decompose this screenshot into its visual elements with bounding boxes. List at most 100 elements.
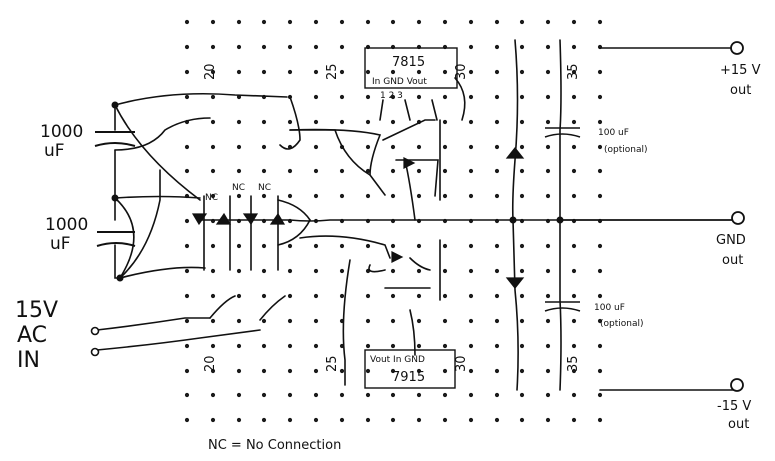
board-hole — [468, 368, 474, 374]
board-hole — [236, 168, 242, 174]
board-hole — [597, 193, 603, 199]
board-hole — [390, 368, 396, 374]
board-hole — [468, 94, 474, 100]
board-hole — [313, 343, 319, 349]
board-hole — [339, 69, 345, 75]
board-hole — [261, 268, 267, 274]
board-hole — [545, 144, 551, 150]
board-hole — [545, 268, 551, 274]
board-hole — [261, 168, 267, 174]
board-hole — [597, 392, 603, 398]
board-hole — [571, 417, 577, 423]
board-hole — [571, 343, 577, 349]
output-neg-sub: out — [728, 417, 749, 432]
board-hole — [287, 343, 293, 349]
board-hole — [184, 417, 190, 423]
output-pos-sub: out — [730, 83, 751, 98]
board-hole — [416, 193, 422, 199]
board-hole — [442, 193, 448, 199]
board-hole — [597, 343, 603, 349]
board-hole — [313, 168, 319, 174]
board-hole — [494, 417, 500, 423]
board-hole — [468, 293, 474, 299]
board-hole — [365, 19, 371, 25]
board-hole — [519, 168, 525, 174]
board-hole — [313, 368, 319, 374]
board-hole — [287, 417, 293, 423]
board-hole — [545, 168, 551, 174]
board-hole — [468, 144, 474, 150]
cap-bottom-value: 1000 — [45, 215, 88, 235]
board-hole — [442, 318, 448, 324]
board-hole — [313, 193, 319, 199]
board-hole — [339, 94, 345, 100]
nc-label-1: NC — [205, 193, 218, 203]
terminal-neg[interactable] — [730, 378, 744, 392]
board-hole — [236, 193, 242, 199]
board-hole — [184, 19, 190, 25]
board-hole — [287, 268, 293, 274]
board-hole — [390, 19, 396, 25]
board-hole — [261, 293, 267, 299]
board-hole — [313, 417, 319, 423]
col-35-top: 35 — [566, 63, 581, 80]
board-hole — [365, 94, 371, 100]
board-hole — [545, 193, 551, 199]
regulator-bottom-part: 7915 — [392, 370, 425, 385]
board-hole — [519, 293, 525, 299]
board-hole — [210, 94, 216, 100]
board-hole — [571, 69, 577, 75]
board-hole — [519, 69, 525, 75]
board-hole — [442, 243, 448, 249]
board-hole — [442, 368, 448, 374]
board-hole — [184, 168, 190, 174]
board-hole — [597, 368, 603, 374]
board-hole — [468, 318, 474, 324]
board-hole — [313, 144, 319, 150]
board-hole — [390, 318, 396, 324]
board-hole — [597, 69, 603, 75]
board-hole — [339, 19, 345, 25]
board-hole — [494, 144, 500, 150]
board-hole — [494, 368, 500, 374]
board-hole — [494, 318, 500, 324]
input-terminal-bottom[interactable] — [90, 347, 100, 357]
board-hole — [519, 19, 525, 25]
board-hole — [416, 368, 422, 374]
terminal-gnd[interactable] — [731, 211, 745, 225]
board-hole — [571, 193, 577, 199]
board-hole — [261, 44, 267, 50]
board-hole — [210, 193, 216, 199]
board-hole — [184, 144, 190, 150]
col-20-top: 20 — [203, 63, 218, 80]
board-hole — [416, 343, 422, 349]
board-hole — [597, 293, 603, 299]
board-hole — [597, 417, 603, 423]
board-hole — [571, 368, 577, 374]
board-hole — [236, 318, 242, 324]
regulator-top-box — [364, 47, 458, 89]
input-label-line1: 15V — [15, 298, 58, 323]
board-hole — [494, 119, 500, 125]
board-hole — [210, 144, 216, 150]
board-hole — [442, 69, 448, 75]
board-hole — [261, 417, 267, 423]
board-hole — [236, 119, 242, 125]
board-hole — [184, 268, 190, 274]
board-hole — [390, 94, 396, 100]
diode-rail-top — [505, 147, 525, 159]
board-hole — [571, 392, 577, 398]
board-hole — [287, 318, 293, 324]
output-cap-top-value: 100 uF — [598, 128, 629, 138]
regulator-bottom-pins: Vout In GND — [370, 355, 425, 365]
input-terminal-top[interactable] — [90, 326, 100, 336]
bridge-diodes — [191, 147, 525, 289]
output-neg-label: -15 V — [717, 399, 751, 414]
board-hole — [236, 44, 242, 50]
board-hole — [519, 243, 525, 249]
board-hole — [210, 343, 216, 349]
terminal-pos[interactable] — [730, 41, 744, 55]
board-hole — [390, 168, 396, 174]
board-hole — [442, 94, 448, 100]
board-hole — [545, 94, 551, 100]
